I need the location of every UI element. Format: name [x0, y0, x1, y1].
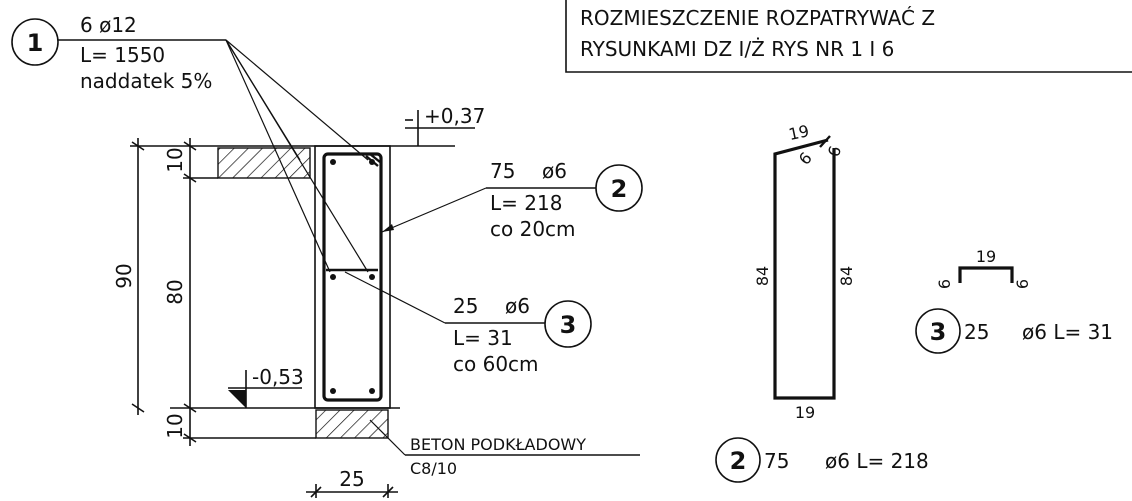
width-dimension: 25	[306, 467, 398, 498]
level-top: +0,37	[215, 104, 485, 147]
top-slab-hatch	[217, 147, 311, 179]
bar2-schedule: 2 75 ø6 L= 218	[715, 437, 929, 483]
stirrup-shape: 19 6 6 84 84 19	[753, 121, 856, 422]
stirrup-bottom: 19	[795, 403, 815, 422]
lean-concrete-hatch	[315, 409, 389, 439]
vertical-dimensions: 90 10 80 10	[112, 138, 316, 446]
concrete-label: BETON PODKŁADOWY C8/10	[369, 419, 640, 478]
bar3-schedule-count: 25	[964, 320, 989, 344]
bar2-mark: 2	[611, 175, 628, 203]
stirrup-hook-a: 6	[795, 148, 816, 168]
level-bottom-text: -0,53	[252, 365, 304, 389]
bar2-dia: ø6	[542, 159, 567, 183]
stirrup-left: 84	[753, 266, 772, 286]
bar3-length: L= 31	[453, 326, 513, 350]
tie-left: 6	[935, 279, 954, 289]
bar1-mark: 1	[27, 29, 44, 57]
stirrup-hook-b: 6	[824, 143, 845, 159]
stirrup-in-section	[322, 152, 383, 402]
bar3-mark: 3	[560, 311, 577, 339]
tie-shape: 19 6 6	[935, 247, 1032, 289]
bar1-length: L= 1550	[80, 43, 165, 67]
bar3-spacing: co 60cm	[453, 352, 539, 376]
beam-section	[314, 145, 391, 409]
dim-bottom-layer: 10	[163, 413, 187, 438]
tie-right: 6	[1013, 279, 1032, 289]
bar2-callout: 2 75 ø6 L= 218 co 20cm	[381, 159, 643, 241]
concrete-class: C8/10	[410, 459, 457, 478]
level-bottom: -0,53	[170, 365, 400, 409]
bar3-dia: ø6	[505, 294, 530, 318]
level-top-text: +0,37	[424, 104, 485, 128]
dim-width: 25	[339, 467, 364, 491]
bar1-extra: naddatek 5%	[80, 69, 212, 93]
bar3-schedule-rest: ø6 L= 31	[1022, 320, 1113, 344]
note-line-2: RYSUNKAMI DZ I/Ż RYS NR 1 I 6	[580, 37, 894, 61]
note-line-1: ROZMIESZCZENIE ROZPATRYWAĆ Z	[580, 6, 935, 30]
stirrup-right: 84	[837, 266, 856, 286]
bar2-length: L= 218	[490, 191, 562, 215]
bar2-spacing: co 20cm	[490, 217, 576, 241]
bar1-mark-circle	[11, 18, 59, 66]
longitudinal-bars	[330, 159, 375, 394]
bar3-callout: 3 25 ø6 L= 31 co 60cm	[344, 271, 592, 376]
bar1-spec: 6 ø12	[80, 13, 137, 37]
concrete-label-text: BETON PODKŁADOWY	[410, 435, 586, 454]
dim-top-slab: 10	[163, 147, 187, 172]
stirrup-top: 19	[787, 121, 811, 144]
dim-total-height: 90	[112, 263, 136, 288]
dim-beam-height: 80	[163, 279, 187, 304]
bar2-schedule-mark: 2	[730, 447, 747, 475]
tie-top: 19	[976, 247, 996, 266]
bar2-schedule-rest: ø6 L= 218	[825, 449, 929, 473]
note-box: ROZMIESZCZENIE ROZPATRYWAĆ Z RYSUNKAMI D…	[565, 0, 1132, 73]
bar2-count: 75	[490, 159, 515, 183]
bar2-schedule-count: 75	[764, 449, 789, 473]
bar3-schedule: 3 25 ø6 L= 31	[915, 308, 1113, 354]
bar3-schedule-mark: 3	[930, 318, 947, 346]
bar3-count: 25	[453, 294, 478, 318]
